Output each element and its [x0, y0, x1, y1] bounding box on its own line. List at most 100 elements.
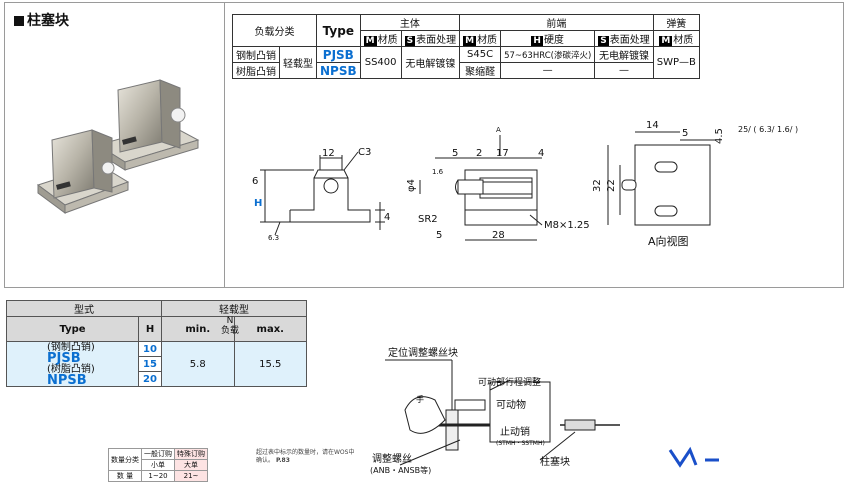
surface-badge: S — [598, 36, 609, 46]
square-bullet-icon — [14, 16, 24, 26]
n-load-header: N 负载 — [210, 316, 250, 336]
resin-label: (树脂凸销) — [47, 364, 95, 375]
row2-type: NPSB — [316, 62, 361, 79]
row1-hardness: 57~63HRC(渗碳淬火) — [500, 46, 596, 63]
row2-load: 树脂凸销 — [232, 62, 280, 79]
label-screw: 调整螺丝 — [372, 452, 412, 465]
row1-load: 钢制凸销 — [232, 46, 280, 63]
material-badge: M — [363, 36, 377, 46]
row1-front-material: S45C — [459, 46, 502, 63]
special-order: 特殊订购 — [174, 448, 208, 460]
dim-6-3: 6.3 — [268, 234, 279, 242]
row2-front-material: 聚缩醛 — [459, 62, 502, 79]
dim-2: 2 — [476, 148, 482, 159]
dim-17: 17 — [496, 148, 509, 159]
label-screw-sub: (ANB・ANSB等) — [370, 465, 431, 475]
dim-m8: M8×1.25 — [544, 220, 590, 231]
label-stopper-sub: (STMH・SSTMH) — [496, 440, 545, 447]
col-max-label: max. — [256, 323, 284, 335]
label-stopper: 止动销 — [500, 425, 530, 438]
qty-header: 数量分类 — [108, 448, 142, 471]
col-front: 前端 — [459, 14, 654, 31]
n-label: N — [226, 316, 234, 326]
col-model: 型式 — [6, 300, 162, 317]
qty-note: 超过表中标示的数量时，请在WOS中确认。 P.83 — [256, 449, 356, 465]
dim-4: 4 — [384, 212, 390, 223]
col-max: max. — [233, 316, 307, 342]
row1-front-surface: 无电解镀镍 — [594, 46, 654, 63]
material-badge: M — [659, 36, 673, 46]
side-view — [260, 151, 385, 236]
qty-large-value: 21~ — [174, 470, 208, 482]
surface-badge: S — [404, 36, 416, 46]
positioning-block — [445, 409, 459, 451]
type-table: 型式 轻载型 Type H min. max. (钢制凸销) PJSB (树脂凸… — [6, 300, 307, 387]
technical-drawing: 12 C3 6 H 4 6.3 A 5 2 17 4 φ4 1.6 SR2 5 … — [252, 120, 798, 248]
col-label: 硬度 — [543, 35, 564, 46]
note-ref: P.83 — [275, 457, 290, 464]
front-view — [419, 135, 543, 241]
min-value: 5.8 — [161, 341, 235, 387]
row2-front-surface: — — [594, 62, 654, 79]
col-main: 主体 — [359, 14, 461, 31]
col-label: 材质 — [673, 35, 694, 46]
label-hand: 手 — [416, 394, 424, 404]
npsb-label: NPSB — [47, 373, 87, 388]
product-frame — [4, 2, 844, 288]
dim-h: H — [254, 198, 262, 209]
col-label: 表面处理 — [609, 35, 650, 46]
col-type: Type — [316, 14, 361, 47]
col-load: 负载分类 — [232, 14, 317, 47]
spring-material: SWP—B — [652, 46, 700, 79]
max-value: 15.5 — [233, 341, 307, 387]
label-block: 定位调整螺丝块 — [388, 346, 458, 359]
qty-small-value: 1~20 — [141, 470, 175, 482]
dim-28: 28 — [492, 230, 505, 241]
dim-sr2: SR2 — [418, 214, 438, 225]
steel-label: (钢制凸销) — [47, 342, 95, 353]
dim-1-6: 1.6 — [432, 168, 444, 176]
dim-4-b: 4 — [538, 148, 544, 159]
main-surface: 无电解镀镍 — [400, 46, 461, 79]
large-order: 大单 — [174, 459, 208, 471]
normal-order: 一般订购 — [141, 448, 175, 460]
small-order: 小单 — [141, 459, 175, 471]
hand-icon — [404, 396, 446, 434]
dim-22: 22 — [606, 179, 617, 192]
dim-4-5: 4.5 — [714, 128, 725, 144]
logo-fragment — [668, 446, 719, 468]
material-badge: M — [463, 36, 477, 46]
col-label: 材质 — [477, 35, 498, 46]
h-value: 10 — [138, 341, 162, 357]
dim-14: 14 — [646, 120, 659, 131]
section-title-text: 柱塞块 — [27, 13, 69, 29]
label-stroke: 可动部行程调整 — [478, 376, 541, 388]
col-spring: 弹簧 — [652, 14, 700, 31]
plunger-icon — [564, 419, 596, 431]
label-plunger: 柱塞块 — [540, 455, 570, 468]
dim-12: 12 — [322, 148, 335, 159]
dim-phi4: φ4 — [406, 179, 417, 192]
load-label: 负载 — [220, 326, 239, 336]
row2-hardness: — — [500, 62, 596, 79]
movable-object — [489, 381, 551, 443]
col-label: 表面处理 — [416, 35, 457, 46]
hardness-badge: H — [531, 36, 543, 46]
dim-5-b: 5 — [436, 230, 442, 241]
h-value: 20 — [138, 371, 162, 387]
product-photo — [36, 79, 200, 214]
pjsb-label: PJSB — [47, 351, 81, 366]
usage-diagram: 定位调整螺丝块 手 可动部行程调整 可动物 止动销 (STMH・SSTMH) 调… — [370, 346, 719, 475]
col-h: H — [138, 316, 162, 342]
dim-c3: C3 — [358, 147, 371, 158]
dim-5-c: 5 — [682, 128, 688, 139]
view-label: A向视图 — [648, 234, 689, 248]
dim-6: 6 — [252, 176, 258, 187]
a-view — [607, 131, 715, 226]
